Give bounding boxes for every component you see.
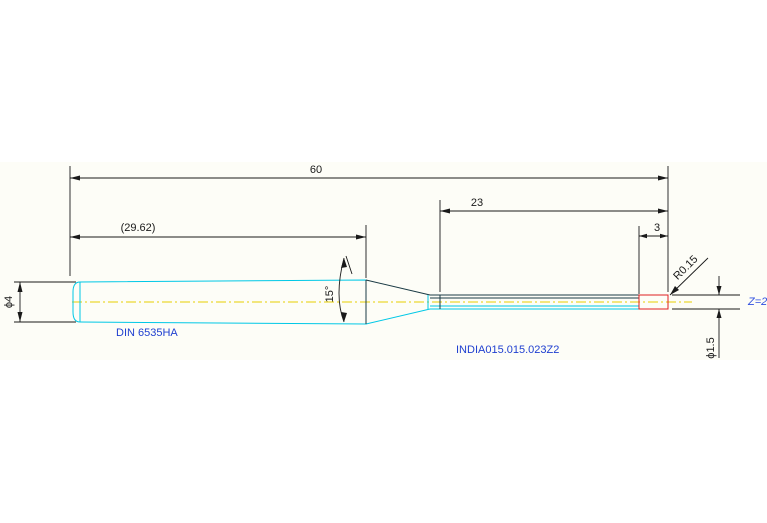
dim-neck-length-label: 23 bbox=[471, 197, 483, 209]
dim-tip-diameter bbox=[672, 276, 740, 358]
dim-overall-length-label: 60 bbox=[310, 164, 322, 176]
cutting-head bbox=[638, 294, 669, 310]
shank-body bbox=[72, 279, 367, 325]
flutes-label: Z=2 bbox=[747, 296, 767, 308]
dim-overall-length bbox=[69, 166, 669, 292]
dim-flute-length-label: 3 bbox=[654, 222, 660, 234]
neck-section bbox=[430, 294, 639, 310]
dim-flute-length bbox=[638, 226, 668, 294]
dim-shank-diameter bbox=[14, 281, 76, 323]
dim-neck-length bbox=[439, 200, 668, 292]
dim-angle bbox=[338, 255, 353, 323]
dim-angle-label: 15° bbox=[324, 286, 336, 303]
taper-section bbox=[365, 279, 431, 325]
dim-corner-radius bbox=[669, 257, 709, 296]
part-number-label: INDIA015.015.023Z2 bbox=[456, 344, 559, 356]
dim-shank-length-label: (29.62) bbox=[121, 222, 156, 234]
shank-standard-label: DIN 6535HA bbox=[116, 327, 178, 339]
dim-shank-length bbox=[70, 225, 367, 278]
dim-tip-diameter-label: ϕ1.5 bbox=[705, 337, 717, 358]
dim-shank-diameter-label: ϕ4 bbox=[3, 296, 15, 308]
